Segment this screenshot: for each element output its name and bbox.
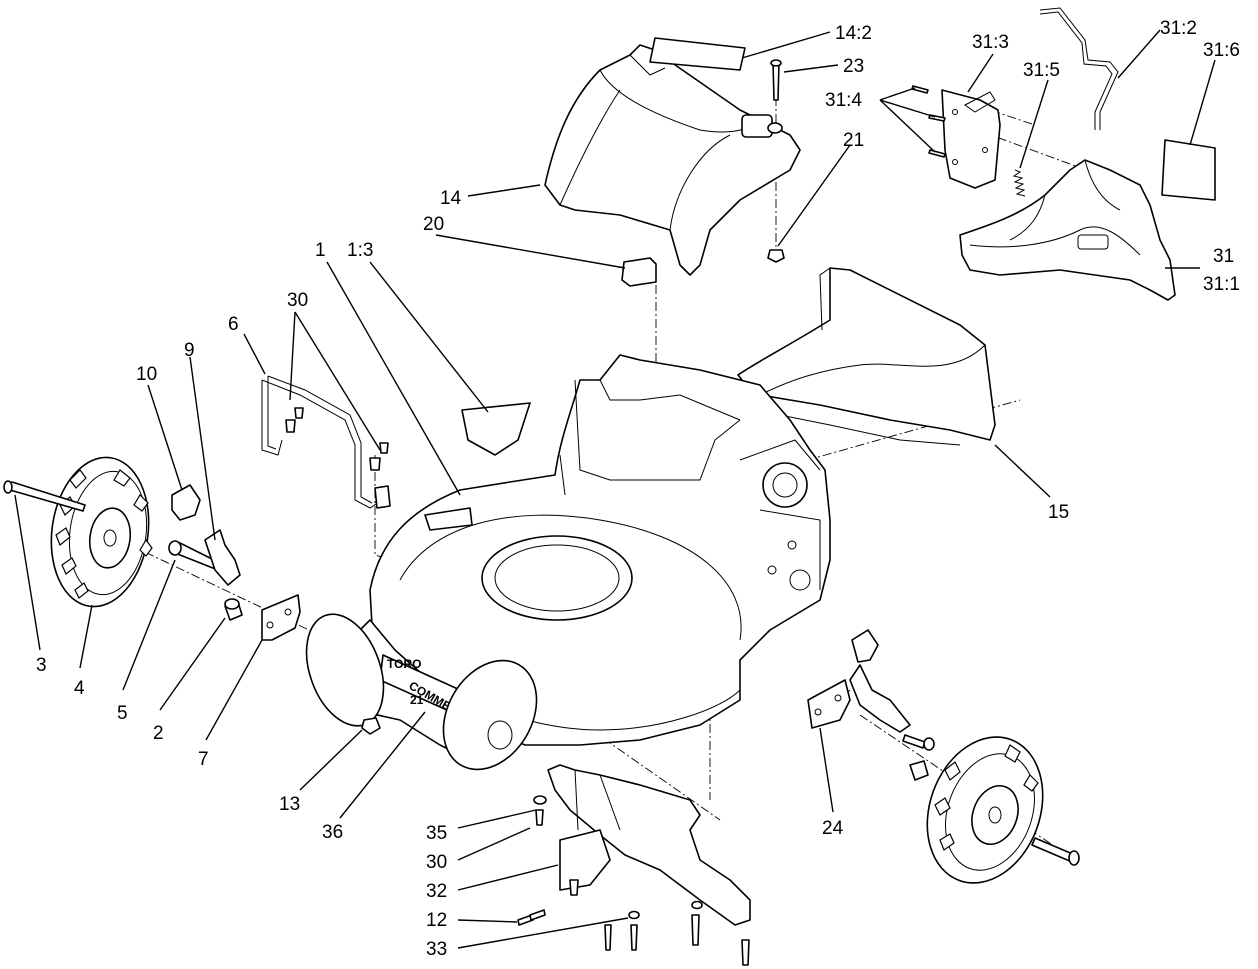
screws-31-4 [911, 85, 946, 158]
bolt-3 [3, 480, 86, 512]
callout-14-2: 14:2 [835, 23, 872, 44]
callout-2: 2 [153, 723, 164, 744]
rod-31-2 [1039, 7, 1119, 130]
callout-32: 32 [426, 881, 447, 902]
bag-top-cover [544, 44, 801, 276]
callout-35: 35 [426, 823, 447, 844]
baffle-32 [547, 764, 751, 926]
bumper-20 [621, 257, 657, 287]
callout-31-6: 31:6 [1203, 40, 1240, 61]
right-lever [849, 629, 911, 733]
knob-10 [171, 484, 201, 521]
decal-1-3 [461, 402, 531, 456]
mower-deck [369, 354, 831, 746]
hinge-bracket-31-3 [941, 89, 1001, 189]
callout-24: 24 [822, 818, 844, 839]
leader-lines [14, 29, 1216, 949]
callout-5: 5 [117, 703, 128, 724]
callout-6: 6 [228, 314, 239, 335]
decal-14-2 [649, 37, 746, 71]
callout-33: 33 [426, 939, 447, 960]
callout-31-5: 31:5 [1023, 60, 1060, 81]
callout-31-4: 31:4 [825, 90, 862, 111]
decal-brand-text: TORO [387, 657, 421, 671]
callout-4: 4 [74, 678, 85, 699]
bag-chute-15 [737, 267, 996, 446]
right-bolt [1031, 837, 1080, 866]
nut-13 [361, 717, 381, 735]
callout-labels: 14:2 23 21 14 31:3 31:2 31:6 31:5 31:4 3… [36, 18, 1240, 960]
right-spacer [909, 760, 929, 781]
washers-35 [533, 795, 547, 826]
callout-3: 3 [36, 655, 47, 676]
callout-1: 1 [315, 240, 326, 261]
callout-31-1: 31:1 [1203, 274, 1240, 295]
callout-14: 14 [440, 188, 462, 209]
bracket-24 [807, 679, 851, 729]
callout-30-upper: 30 [287, 290, 308, 311]
height-rod-6 [261, 375, 391, 509]
decal-size-text: 21 [410, 693, 424, 707]
callout-9: 9 [184, 340, 195, 361]
callout-12: 12 [426, 910, 447, 931]
spring-31-5 [1012, 169, 1026, 197]
rear-door-31 [959, 159, 1176, 301]
callout-31: 31 [1213, 246, 1234, 267]
right-rear-wheel [926, 736, 1044, 884]
left-rear-wheel-4 [50, 456, 153, 608]
nut-21 [767, 249, 785, 263]
callout-36: 36 [322, 822, 343, 843]
callout-31-2: 31:2 [1160, 18, 1197, 39]
bracket-7 [261, 594, 301, 641]
callout-30-lower: 30 [426, 852, 447, 873]
spacer-2 [224, 598, 243, 621]
decal-31-6 [1161, 139, 1216, 201]
screw-23 [770, 59, 782, 101]
callout-15: 15 [1048, 502, 1069, 523]
height-lever-9 [204, 529, 241, 586]
callout-21: 21 [843, 130, 864, 151]
callout-20: 20 [423, 214, 444, 235]
callout-31-3: 31:3 [972, 32, 1009, 53]
right-bolt-small [902, 734, 935, 751]
screws-12 [517, 879, 579, 926]
callout-10: 10 [136, 364, 157, 385]
callout-13: 13 [279, 794, 300, 815]
callout-7: 7 [198, 749, 209, 770]
front-wheel-on-deck [442, 659, 538, 771]
screws-30-upper [285, 407, 389, 471]
callout-23: 23 [843, 56, 864, 77]
callout-1-3: 1:3 [347, 240, 373, 261]
washers-33 [604, 900, 750, 966]
